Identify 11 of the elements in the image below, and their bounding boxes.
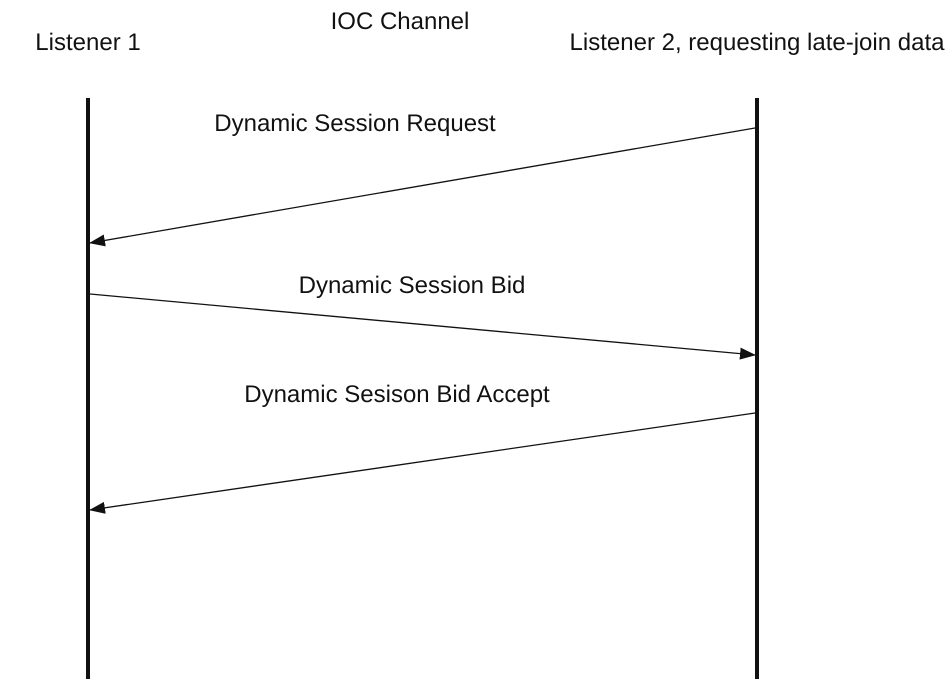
message-label: Dynamic Session Request [213, 110, 497, 138]
lifeline-label: Listener 2, requesting late-join data [568, 29, 946, 56]
lifeline [86, 98, 90, 679]
message-arrow [89, 127, 756, 246]
message-label: Dynamic Sesison Bid Accept [243, 381, 551, 409]
message-arrow [90, 293, 756, 360]
message-arrow [89, 412, 756, 514]
lifeline [755, 98, 759, 679]
message-label: Dynamic Session Bid [298, 272, 526, 300]
diagram-title: IOC Channel [330, 8, 470, 35]
lifeline-label: Listener 1 [34, 29, 142, 56]
